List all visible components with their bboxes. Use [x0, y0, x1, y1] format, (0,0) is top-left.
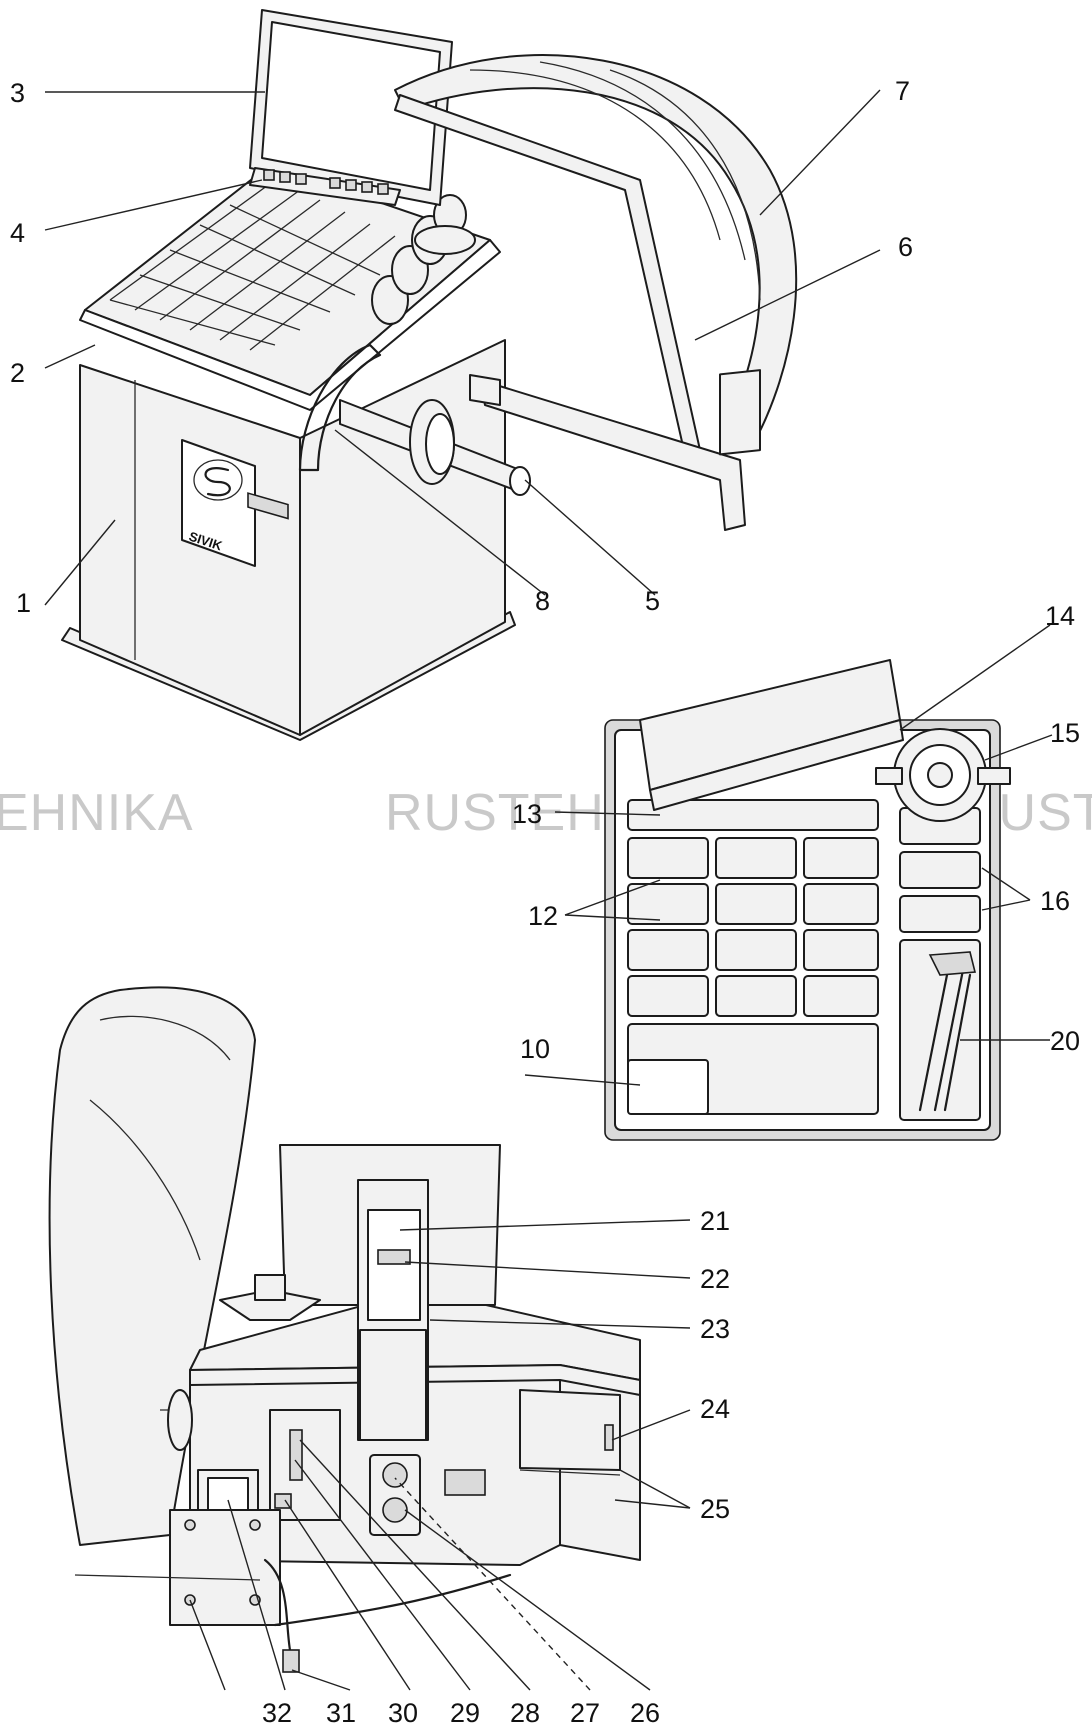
- connector-25: [382, 1497, 408, 1523]
- callout-7: 7: [895, 76, 910, 106]
- callout-20: 21: [700, 1206, 730, 1236]
- cabinet-front: [79, 364, 301, 736]
- serial-label: [247, 492, 289, 520]
- callout-10: 10: [520, 1034, 550, 1064]
- callout-27: 28: [510, 1698, 540, 1728]
- callout-16: 20: [1050, 1026, 1080, 1056]
- callout-6: 6: [898, 232, 913, 262]
- base-plate: [61, 611, 516, 741]
- callout-12: 13: [512, 799, 542, 829]
- tray-compartments: [627, 799, 879, 1115]
- callout-30: 31: [326, 1698, 356, 1728]
- callout-23: 24: [700, 1394, 730, 1424]
- power-cable: [263, 1558, 292, 1652]
- callout-15: 16: [1040, 886, 1070, 916]
- callout-29: 30: [388, 1698, 418, 1728]
- distance-gauge-arm: [298, 343, 382, 472]
- tray-top-view: [604, 659, 1011, 1141]
- guard-hinge: [719, 369, 761, 456]
- weight-tray-compartments: [109, 179, 396, 351]
- callout-11: 12: [528, 901, 558, 931]
- guard-bracket: [479, 379, 746, 531]
- weight-tray-rim: [79, 239, 501, 411]
- monitor-screen: [261, 21, 441, 191]
- power-switch: [207, 1477, 249, 1514]
- leader-lines: [44, 89, 1053, 1691]
- callout-4: 4: [10, 218, 25, 248]
- callout-13: 14: [1045, 601, 1075, 631]
- watermark-text-left: EHNIKA: [0, 784, 194, 842]
- power-plug: [282, 1649, 300, 1673]
- connector-26: [382, 1462, 408, 1488]
- monitor-pillar: [359, 1329, 427, 1441]
- callout-3: 3: [10, 78, 25, 108]
- callout-22: 23: [700, 1314, 730, 1344]
- brand-logo-plate: [181, 439, 256, 567]
- threaded-shaft-top: [875, 728, 1011, 822]
- callout-14: 15: [1050, 718, 1080, 748]
- fuse-holder: [289, 1429, 303, 1481]
- callout-21: 22: [700, 1264, 730, 1294]
- balancer-rear-view: [48, 986, 641, 1673]
- monitor-mount-plate: [367, 1209, 421, 1321]
- callout-2: 2: [10, 358, 25, 388]
- connector-29: [274, 1493, 292, 1509]
- callout-24: 25: [700, 1494, 730, 1524]
- callout-numbers: 3 4 2 1 7 6 5 8 14 15 13 12 16 20 10 21 …: [10, 76, 1080, 1728]
- warning-label: [444, 1469, 486, 1496]
- keypad-top-view: [649, 719, 904, 811]
- callout-31: 32: [262, 1698, 292, 1728]
- balancer-isometric-view: SIVIK: [61, 9, 798, 741]
- rear-hook: [604, 1424, 614, 1451]
- callout-8: 8: [535, 586, 550, 616]
- callout-5: 5: [645, 586, 660, 616]
- shaft-rear: [167, 1389, 193, 1451]
- callout-26: 27: [570, 1698, 600, 1728]
- quick-nut: [414, 225, 476, 255]
- callout-25: 26: [630, 1698, 660, 1728]
- callout-1: 1: [16, 588, 31, 618]
- keypad-buttons: [263, 169, 389, 195]
- hub-cone-slots: [899, 807, 981, 933]
- callout-28: 29: [450, 1698, 480, 1728]
